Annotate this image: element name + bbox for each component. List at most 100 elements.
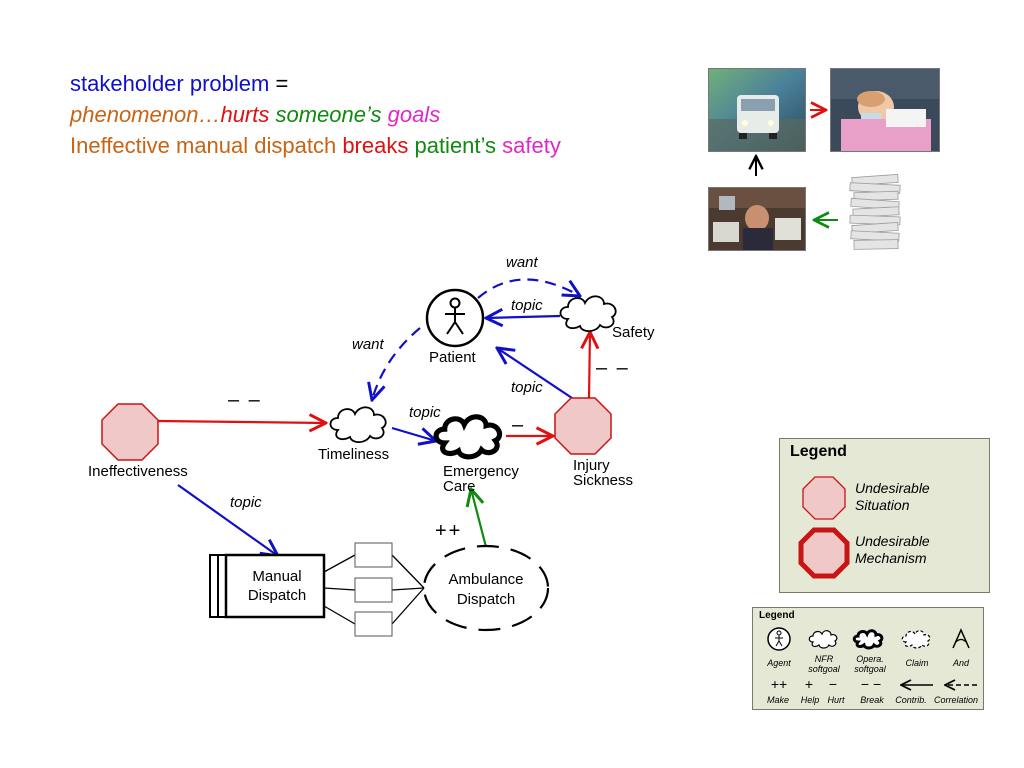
legend-nfr-softgoal-icon (808, 630, 838, 649)
edge-label-hurt: – (512, 414, 526, 436)
stakeholder-problem-text: stakeholder problem (70, 71, 270, 96)
decomposition-links (323, 554, 425, 625)
legend-and-icon (952, 628, 970, 649)
paper-stack-photo (846, 172, 906, 252)
edge-make-amb-care (471, 489, 488, 548)
edge-label-break-ineff: – – (228, 389, 262, 411)
edge-label-topic-injury: topic (511, 379, 543, 396)
title-line-1: stakeholder problem = (70, 68, 561, 99)
someones-text: someone’s (269, 102, 382, 127)
legend-and-label: And (952, 658, 969, 668)
legend-nfr-label: NFR softgoal (803, 654, 845, 674)
patient-photo (830, 68, 940, 152)
node-label-manual-dispatch-2: Dispatch (247, 587, 307, 604)
legend-notation: Legend Agent NFR softgoal Opera. softgoa… (752, 607, 984, 710)
sub-task-box-3[interactable] (354, 611, 393, 637)
edge-label-topic-timeliness: topic (409, 404, 441, 421)
legend-situations-icons (798, 476, 850, 579)
node-label-sickness: Sickness (573, 472, 634, 489)
edge-label-break-injury: – – (596, 357, 630, 379)
legend-mechanism-line-2: Mechanism (855, 550, 927, 566)
edge-topic-ineff-manual (177, 484, 278, 556)
edge-label-topic-ineff: topic (230, 494, 262, 511)
emergency-care-softgoal-icon[interactable] (436, 417, 499, 457)
legend-hurt-symbol: − (828, 676, 838, 692)
injury-situation-icon[interactable] (554, 397, 612, 455)
legend-make-label: Make (766, 695, 789, 705)
legend-agent-label: Agent (767, 658, 791, 668)
legend-opera-label: Opera. softgoal (849, 654, 891, 674)
title-block: stakeholder problem = phenomenon…hurts s… (70, 68, 561, 161)
legend-opera-line-1: Opera. (856, 654, 884, 664)
legend-break-label: Break (860, 695, 884, 705)
hurts-text: hurts (220, 102, 270, 127)
node-label-timeliness: Timeliness (318, 446, 390, 463)
legend-situation-line-2: Situation (855, 497, 910, 513)
edge-break-ineff-timeliness (157, 421, 326, 423)
legend-undesirable-mechanism-label: Undesirable Mechanism (855, 533, 930, 567)
legend-claim-label: Claim (905, 658, 929, 668)
edge-label-want-left: want (352, 336, 384, 353)
legend-situation-line-1: Undesirable (855, 480, 930, 496)
edge-break-injury-safety (589, 332, 590, 399)
legend-help-label: Help (800, 695, 820, 705)
node-label-emergency: Emergency (443, 463, 519, 480)
phenomenon-text: phenomenon… (70, 102, 221, 127)
legend-undesirable-situation-label: Undesirable Situation (855, 480, 930, 514)
node-label-ambulance-dispatch: Ambulance Dispatch (436, 570, 536, 610)
ambulance-dispatch-claim-icon[interactable] (422, 544, 550, 632)
edge-label-make: ++ (435, 520, 463, 542)
ineffective-dispatch-text: Ineffective manual dispatch (70, 133, 337, 158)
edge-label-topic-safety: topic (511, 297, 543, 314)
title-line-2: phenomenon…hurts someone’s goals (70, 99, 561, 130)
legend-claim-icon (901, 630, 931, 649)
legend-help-symbol: + (804, 676, 814, 692)
ineffectiveness-situation-icon[interactable] (101, 403, 159, 461)
legend-notation-icons (767, 627, 977, 709)
ambulance-photo (708, 68, 806, 152)
node-label-emergency-care: Emergency Care (443, 464, 519, 494)
edge-topic-injury-patient (497, 348, 573, 399)
edge-want-safety (477, 278, 580, 299)
legend-contrib-label: Contrib. (895, 695, 927, 705)
legend-opera-line-2: softgoal (854, 664, 886, 674)
legend-break-symbol: − − (860, 676, 882, 692)
legend-opera-softgoal-icon (852, 629, 884, 650)
legend-situations: Legend Undesirable Situation Undesirable… (779, 438, 990, 593)
undesirable-situation-icon (802, 476, 846, 520)
edge-label-want-top: want (506, 254, 538, 271)
node-label-manual: Manual (252, 568, 302, 585)
node-label-ambulance: Ambulance (448, 571, 524, 588)
edge-want-timeliness (372, 327, 421, 400)
sub-task-box-1[interactable] (354, 542, 393, 568)
title-line-3: Ineffective manual dispatch breaks patie… (70, 130, 561, 161)
legend-situations-heading: Legend (790, 443, 847, 460)
safety-softgoal-icon[interactable] (559, 295, 617, 333)
legend-make-symbol: ++ (770, 676, 788, 692)
legend-hurt-label: Hurt (827, 695, 845, 705)
node-label-ineffectiveness: Ineffectiveness (88, 463, 188, 480)
breaks-text: breaks (336, 133, 409, 158)
timeliness-softgoal-icon[interactable] (329, 406, 387, 444)
undesirable-mechanism-icon (798, 527, 850, 579)
legend-nfr-line-1: NFR (814, 654, 834, 664)
node-label-care: Care (443, 478, 476, 495)
node-label-ambulance-dispatch-2: Dispatch (456, 591, 516, 608)
legend-agent-icon (767, 627, 791, 651)
node-label-manual-dispatch: Manual Dispatch (232, 567, 322, 605)
patients-text: patient’s (408, 133, 497, 158)
safety-text: safety (496, 133, 561, 158)
sub-task-box-2[interactable] (354, 577, 393, 603)
goals-text: goals (381, 102, 441, 127)
patient-agent-icon[interactable] (425, 288, 485, 348)
node-label-safety: Safety (612, 324, 655, 341)
legend-notation-heading: Legend (759, 610, 795, 621)
edge-topic-safety-patient (486, 316, 561, 318)
legend-correlation-label: Correlation (933, 695, 979, 705)
node-label-injury-sickness: Injury Sickness (573, 458, 633, 488)
manual-dispatch-task-icon[interactable] (209, 553, 326, 619)
dispatcher-photo (708, 187, 806, 251)
edge-topic-timeliness-care (391, 426, 436, 441)
